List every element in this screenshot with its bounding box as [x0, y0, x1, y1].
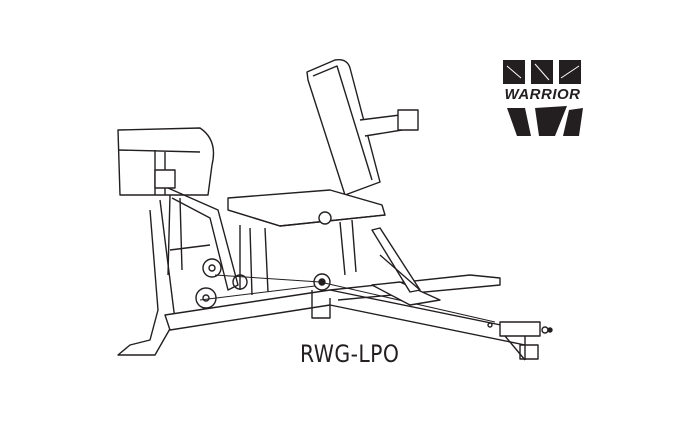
logo-text: WARRIOR [504, 86, 581, 103]
warrior-logo-mark [503, 60, 583, 136]
seat [227, 189, 386, 227]
leg-pad [117, 127, 215, 196]
pulley [202, 258, 222, 278]
pulley [232, 274, 248, 290]
back-pad [306, 58, 381, 196]
model-label: RWG-LPO [300, 340, 400, 368]
warrior-logo: WARRIOR [495, 58, 590, 138]
